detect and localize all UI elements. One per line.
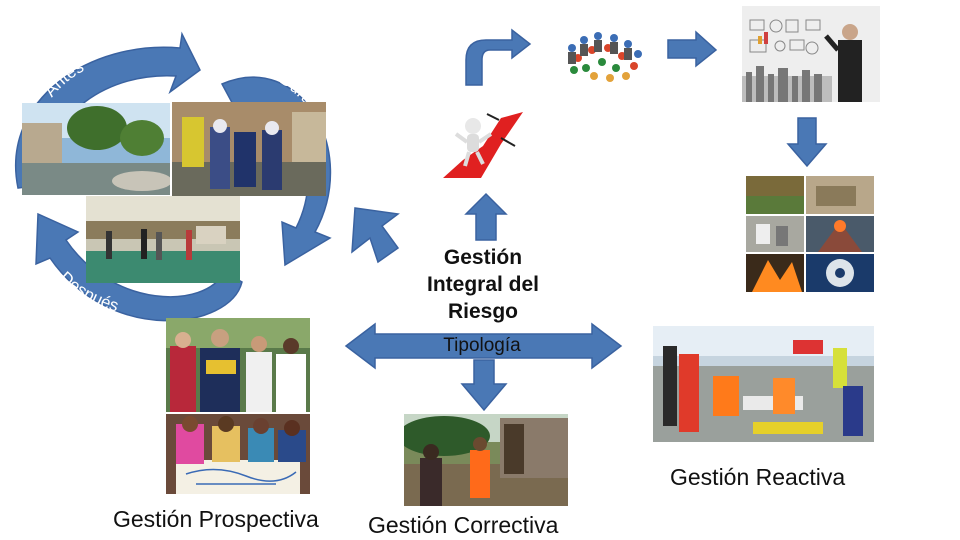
strategy-planning-photo bbox=[742, 6, 880, 102]
arrow-horizontal-double bbox=[344, 322, 623, 370]
rescue-workers-photo bbox=[172, 102, 326, 196]
disasters-collage-photo bbox=[746, 176, 874, 292]
cycle-arrow-after bbox=[35, 212, 243, 322]
flood-street-photo bbox=[22, 103, 170, 195]
arrow-up-center bbox=[464, 192, 508, 241]
shelter-gym-photo bbox=[86, 196, 240, 283]
emergency-response-photo bbox=[653, 326, 874, 442]
community-meeting-photo bbox=[166, 318, 310, 412]
label-corrective: Gestión Correctiva bbox=[368, 512, 559, 538]
field-inspection-photo bbox=[404, 414, 568, 506]
center-title-line2: Integral del bbox=[426, 273, 540, 296]
arrow-crowd-to-planning bbox=[667, 30, 718, 68]
mapping-workshop-photo bbox=[166, 414, 310, 494]
crowd-people-icon bbox=[558, 18, 650, 86]
arrow-down-to-corrective bbox=[460, 359, 508, 412]
center-title: Gestión Integral del Riesgo bbox=[404, 244, 562, 325]
label-prospective: Gestión Prospectiva bbox=[113, 506, 319, 532]
arrow-bent-to-crowd bbox=[465, 28, 532, 86]
success-climber-icon bbox=[441, 104, 523, 180]
arrow-down-to-disasters bbox=[786, 117, 828, 168]
arrow-to-cycle bbox=[351, 207, 400, 264]
center-title-line3: Riesgo bbox=[447, 300, 518, 323]
center-title-line1: Gestión bbox=[443, 246, 523, 269]
label-reactive: Gestión Reactiva bbox=[670, 464, 846, 490]
tipologia-label: Tipología bbox=[443, 335, 521, 356]
